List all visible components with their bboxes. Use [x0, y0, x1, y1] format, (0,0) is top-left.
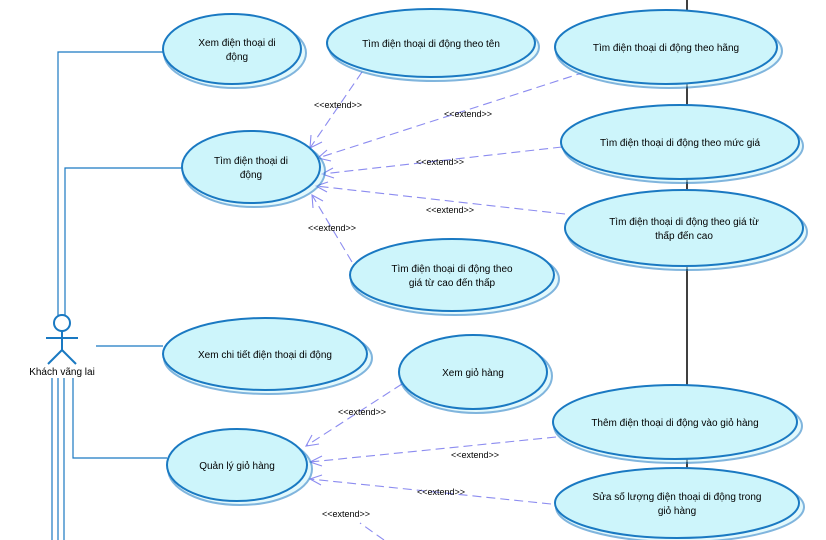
- use-case-tim-thap-den-cao[interactable]: Tìm điện thoại di động theo giá từ thấp …: [564, 189, 808, 271]
- svg-text:<<extend>>: <<extend>>: [444, 109, 492, 119]
- actor-label: Khách vãng lai: [29, 367, 95, 378]
- svg-text:Tìm điện thoại di động theo tê: Tìm điện thoại di động theo tên: [362, 39, 500, 50]
- extend-theo-muc-gia: <<extend>>: [320, 146, 563, 179]
- svg-text:Tìm điện thoại di động theo hã: Tìm điện thoại di động theo hãng: [593, 43, 739, 54]
- svg-text:Sửa số lượng điện thoại di độn: Sửa số lượng điện thoại di động trong: [593, 491, 762, 503]
- svg-text:Xem chi tiết điện thoại di độn: Xem chi tiết điện thoại di động: [198, 349, 332, 361]
- svg-text:Xem giỏ hàng: Xem giỏ hàng: [442, 367, 504, 379]
- svg-text:Tìm điện thoại di: Tìm điện thoại di: [214, 156, 288, 167]
- use-case-them-vao-gio[interactable]: Thêm điện thoại di động vào giỏ hàng: [552, 384, 803, 464]
- svg-text:<<extend>>: <<extend>>: [338, 407, 386, 417]
- extend-sua-so-luong: <<extend>>: [308, 474, 552, 505]
- associations: [51, 51, 182, 540]
- assoc-quan-ly-gio: [72, 378, 167, 459]
- use-case-quan-ly-gio[interactable]: Quản lý giỏ hàng: [166, 428, 313, 506]
- svg-text:Tìm điện thoại di động theo gi: Tìm điện thoại di động theo giá từ: [609, 217, 759, 228]
- svg-text:Tìm điện thoại di động theo: Tìm điện thoại di động theo: [391, 264, 513, 275]
- use-case-xem-gio-hang[interactable]: Xem giỏ hàng: [398, 334, 553, 414]
- use-case-tim-theo-muc-gia[interactable]: Tìm điện thoại di động theo mức giá: [560, 104, 804, 184]
- extend-them-vao-gio: <<extend>>: [308, 436, 557, 467]
- extend-theo-ten: <<extend>>: [309, 71, 363, 149]
- extend-thap-den-cao: <<extend>>: [314, 181, 566, 215]
- use-case-xem-dien-thoai[interactable]: Xem điện thoại di động: [162, 13, 307, 89]
- svg-text:giỏ hàng: giỏ hàng: [658, 505, 696, 517]
- svg-text:Xem điện thoại di: Xem điện thoại di: [198, 38, 275, 49]
- svg-text:<<extend>>: <<extend>>: [322, 509, 370, 519]
- assoc-xem-dien-thoai: [57, 51, 164, 316]
- svg-text:Thêm điện thoại di động vào gi: Thêm điện thoại di động vào giỏ hàng: [591, 417, 758, 429]
- svg-text:động: động: [240, 170, 262, 181]
- use-case-tim-cao-den-thap[interactable]: Tìm điện thoại di động theo giá từ cao đ…: [349, 238, 560, 316]
- extend-xem-gio-hang: <<extend>>: [304, 383, 403, 447]
- extend-bottom: <<extend>>: [322, 509, 385, 540]
- use-case-tim-theo-ten[interactable]: Tìm điện thoại di động theo tên: [326, 8, 540, 82]
- svg-text:<<extend>>: <<extend>>: [416, 157, 464, 167]
- svg-text:<<extend>>: <<extend>>: [426, 205, 474, 215]
- svg-text:giá từ cao đến thấp: giá từ cao đến thấp: [409, 277, 496, 289]
- svg-text:<<extend>>: <<extend>>: [314, 100, 362, 110]
- extend-cao-den-thap: <<extend>>: [308, 194, 356, 263]
- use-case-sua-so-luong[interactable]: Sửa số lượng điện thoại di động trong gi…: [554, 467, 805, 540]
- use-case-xem-chi-tiet[interactable]: Xem chi tiết điện thoại di động: [162, 317, 373, 395]
- use-case-tim-dien-thoai[interactable]: Tìm điện thoại di động: [181, 130, 326, 208]
- actor-khach-vang-lai[interactable]: Khách vãng lai: [29, 314, 95, 378]
- svg-text:Quản lý giỏ hàng: Quản lý giỏ hàng: [199, 460, 275, 472]
- svg-text:thấp đến cao: thấp đến cao: [655, 230, 713, 242]
- use-case-tim-theo-hang[interactable]: Tìm điện thoại di động theo hãng: [554, 9, 783, 89]
- actor-head-icon: [53, 314, 71, 332]
- assoc-tim-dien-thoai: [64, 167, 182, 316]
- svg-text:<<extend>>: <<extend>>: [417, 487, 465, 497]
- svg-text:<<extend>>: <<extend>>: [451, 450, 499, 460]
- svg-text:Tìm điện thoại di động theo mứ: Tìm điện thoại di động theo mức giá: [600, 138, 761, 149]
- svg-text:<<extend>>: <<extend>>: [308, 223, 356, 233]
- extend-theo-hang: <<extend>>: [316, 71, 586, 162]
- svg-text:động: động: [226, 52, 248, 63]
